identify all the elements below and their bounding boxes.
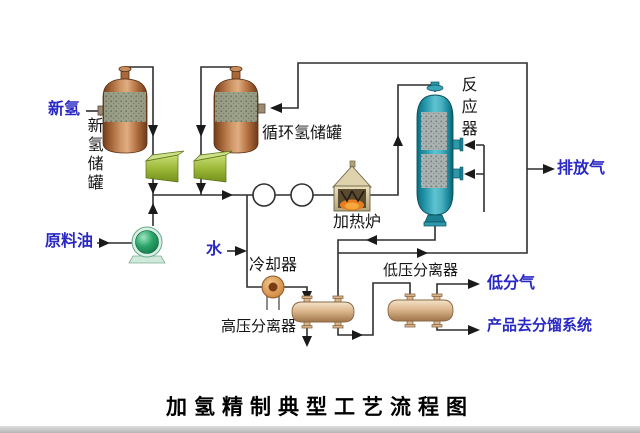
arrow-lp-gas xyxy=(468,279,480,289)
hp-separator xyxy=(291,295,355,329)
pipe-recycle-gas xyxy=(272,62,528,254)
arrow-comp1-out xyxy=(148,183,158,194)
pipe-lines xyxy=(86,62,545,337)
arrow-quench-1 xyxy=(464,140,475,150)
compressor-1 xyxy=(144,150,185,183)
arrow-hp-to-lp xyxy=(352,330,363,340)
arrow-comp1-down xyxy=(148,125,158,137)
compressor-2 xyxy=(192,150,233,183)
arrow-feed-oil xyxy=(99,238,110,248)
pipe-quench xyxy=(476,144,485,212)
reactor xyxy=(416,81,464,227)
arrow-hp-drain xyxy=(302,336,312,347)
pipe-reactor-effluent xyxy=(337,223,436,297)
cooler xyxy=(261,275,285,310)
bottom-border xyxy=(0,426,640,433)
label-vent-gas: 排放气 xyxy=(557,160,606,177)
diagram-title: 加氢精制典型工艺流程图 xyxy=(166,395,474,419)
arrow-header-right xyxy=(222,190,233,200)
arrow-effluent-left xyxy=(366,235,377,245)
label-new-hydrogen: 新氢 xyxy=(48,101,81,118)
lp-separator xyxy=(387,293,454,328)
furnace xyxy=(331,160,373,212)
arrow-water-join xyxy=(235,246,247,256)
label-reactor: 反应器 xyxy=(458,76,476,142)
heat-exchanger-circles xyxy=(252,183,314,207)
arrow-recycle-into-tank2 xyxy=(270,103,282,113)
label-furnace: 加热炉 xyxy=(333,214,382,231)
label-new-h2-tank: 新氢储罐 xyxy=(84,117,102,193)
pipe-product xyxy=(436,327,468,331)
label-cooler: 冷却器 xyxy=(249,257,298,274)
arrow-product xyxy=(468,325,480,335)
feed-pump xyxy=(128,226,166,264)
label-lp-gas: 低分气 xyxy=(487,275,536,292)
label-hp-separator: 高压分离器 xyxy=(221,319,297,335)
pipe-lp-gas xyxy=(436,283,468,295)
label-water: 水 xyxy=(206,241,223,258)
recycle-hydrogen-tank xyxy=(213,66,266,154)
label-feed-oil: 原料油 xyxy=(45,233,94,250)
heat-exchanger-2 xyxy=(290,183,314,207)
arrow-quench-2 xyxy=(464,169,475,179)
label-lp-separator: 低压分离器 xyxy=(383,263,459,279)
label-product: 产品去分馏系统 xyxy=(487,318,593,334)
arrow-vent xyxy=(543,164,555,174)
arrow-to-reactor-up xyxy=(393,135,403,146)
pipe-hp-to-lp xyxy=(337,282,411,336)
arrow-recycle-right xyxy=(417,248,428,258)
arrow-comp2-out xyxy=(196,183,206,194)
heat-exchanger-1 xyxy=(252,183,276,207)
new-hydrogen-tank xyxy=(97,66,148,154)
arrow-comp2-down xyxy=(196,125,206,137)
label-recycle-h2-tank: 循环氢储罐 xyxy=(262,125,343,142)
arrow-pump-up xyxy=(148,203,158,214)
